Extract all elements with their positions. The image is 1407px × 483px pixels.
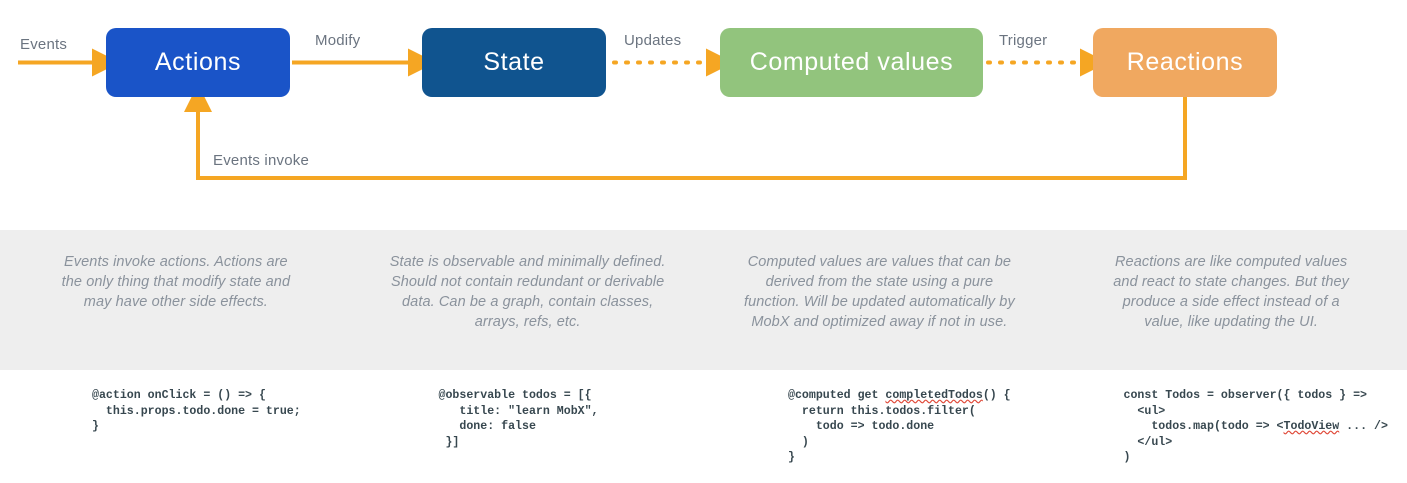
node-actions-label: Actions — [154, 48, 242, 76]
code-cell-observer: const Todos = observer({ todos } => <ul>… — [1072, 370, 1407, 483]
edge-label-trigger: Trigger — [999, 32, 1048, 49]
code-tail: ... /> </ul> ) — [1123, 420, 1388, 464]
description-text-state: State is observable and minimally define… — [389, 254, 666, 330]
node-computed-values-label: Computed values — [749, 48, 954, 76]
node-state[interactable]: State — [422, 28, 606, 97]
description-text-computed: Computed values are values that can be d… — [743, 254, 1015, 330]
code-cell-computed: @computed get completedTodos() { return … — [722, 370, 1072, 483]
edge-label-updates: Updates — [624, 32, 682, 49]
code-band: @action onClick = () => { this.props.tod… — [0, 370, 1407, 483]
code-sample-action: @action onClick = () => { this.props.tod… — [92, 389, 301, 433]
flow-diagram: Actions State Computed values Reactions … — [0, 0, 1407, 230]
edge-label-events-invoke: Events invoke — [213, 152, 309, 169]
code-sample-observer: const Todos = observer({ todos } => <ul>… — [1124, 388, 1407, 466]
node-reactions-label: Reactions — [1126, 48, 1244, 76]
flow-arrows — [18, 48, 1187, 180]
description-cell-reactions: Reactions are like computed values and r… — [1055, 230, 1407, 370]
code-sample-computed: @computed get completedTodos() { return … — [788, 388, 1072, 466]
node-computed-values[interactable]: Computed values — [720, 28, 983, 97]
code-head: const Todos = observer({ todos } => <ul>… — [1123, 389, 1368, 433]
description-cell-state: State is observable and minimally define… — [352, 230, 704, 370]
description-text-actions: Events invoke actions. Actions are the o… — [61, 254, 291, 310]
code-cell-observable: @observable todos = [{ title: "learn Mob… — [376, 370, 723, 483]
edge-label-modify: Modify — [315, 32, 361, 49]
code-sample-observable: @observable todos = [{ title: "learn Mob… — [438, 389, 599, 449]
description-text-reactions: Reactions are like computed values and r… — [1113, 254, 1349, 330]
spellcheck-error-completedtodos: completedTodos — [885, 389, 983, 402]
node-reactions[interactable]: Reactions — [1093, 28, 1277, 97]
edge-label-events: Events — [20, 36, 68, 53]
code-head: @computed get — [788, 389, 886, 402]
spellcheck-error-todoview: TodoView — [1283, 420, 1340, 433]
arrow-events-invoke — [184, 84, 1187, 180]
code-cell-action: @action onClick = () => { this.props.tod… — [0, 370, 376, 483]
description-band: Events invoke actions. Actions are the o… — [0, 230, 1407, 370]
description-cell-computed: Computed values are values that can be d… — [704, 230, 1056, 370]
code-tail: () { return this.todos.filter( todo => t… — [788, 389, 1011, 464]
node-actions[interactable]: Actions — [106, 28, 290, 97]
node-state-label: State — [483, 48, 545, 76]
description-cell-actions: Events invoke actions. Actions are the o… — [0, 230, 352, 370]
